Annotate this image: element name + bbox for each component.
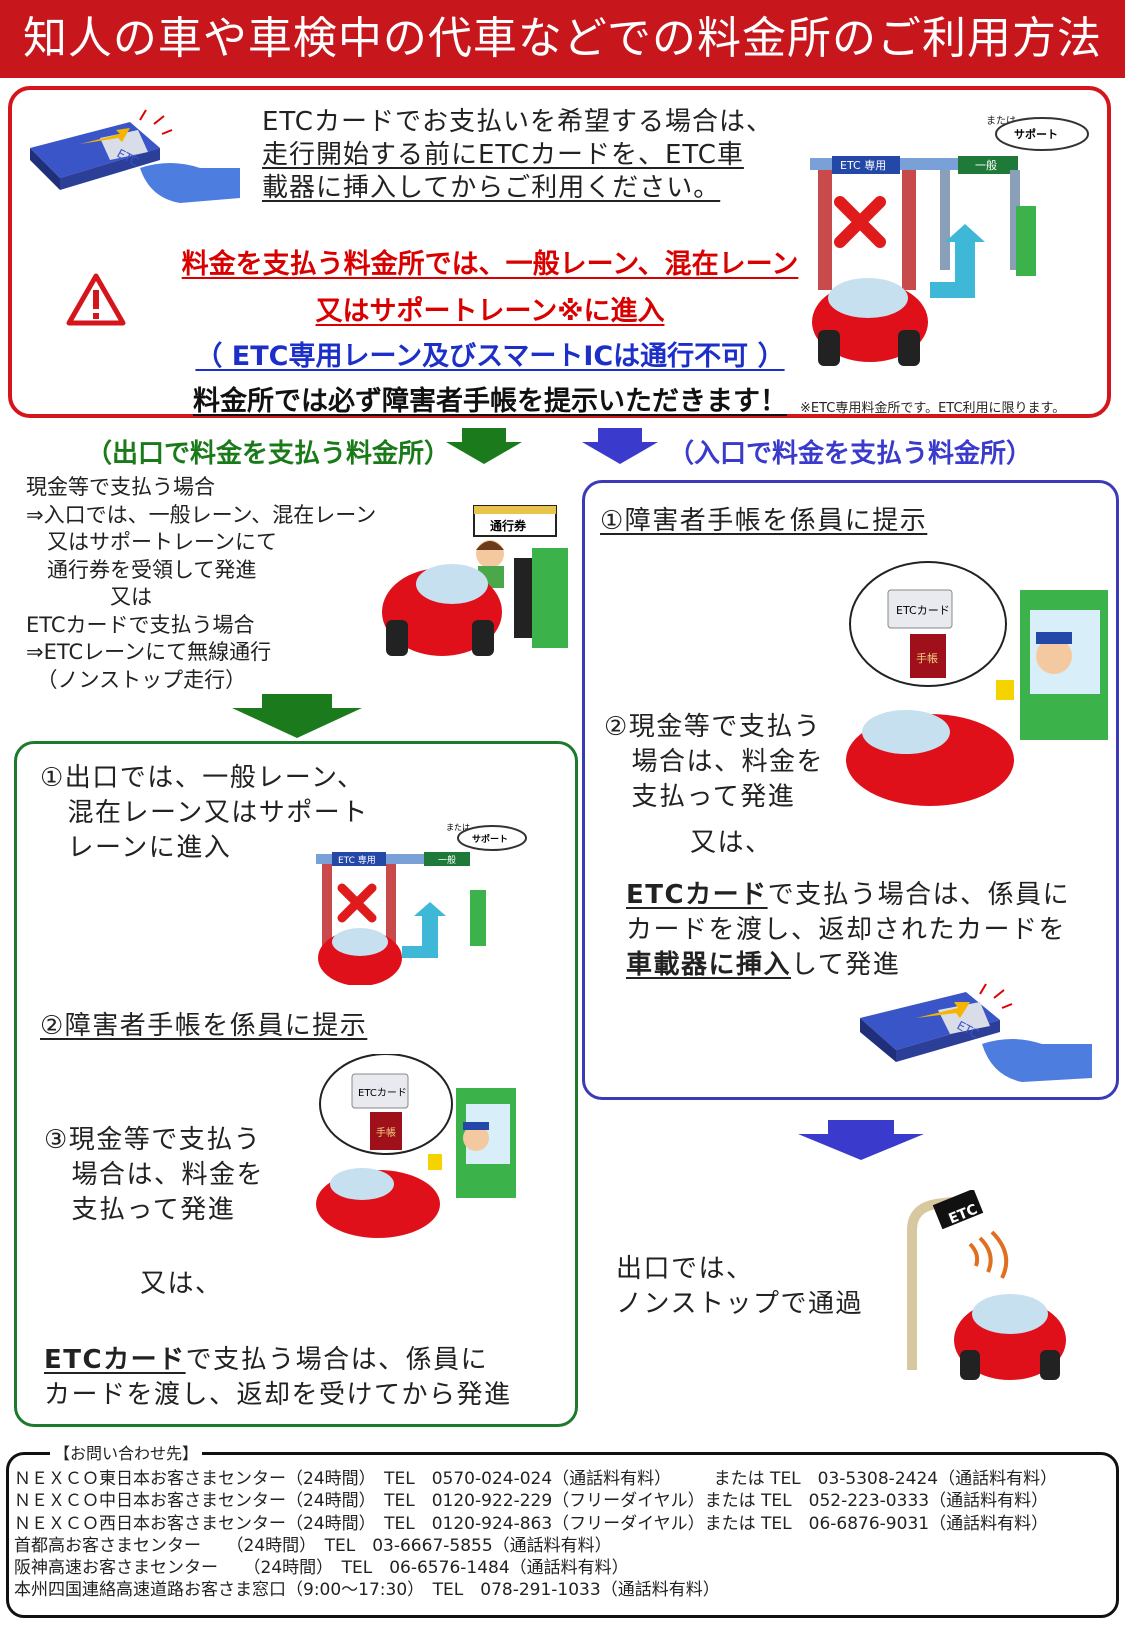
blue-notice-line: （ ETC専用レーン及びスマートICは通行不可 ）: [195, 341, 785, 372]
toll-gate-illustration-small: または サポート ETC 専用 一般: [316, 823, 527, 985]
nonstop-line: ノンストップで通過: [616, 1289, 863, 1319]
etc-card-keyword: ETCカード: [44, 1345, 186, 1375]
contact-box: [6, 1452, 1119, 1618]
info-line: ⇒入口では、一般レーン、混在レーン: [26, 502, 377, 527]
support-label: サポート: [1014, 127, 1058, 141]
general-lane-label: 一般: [975, 159, 997, 172]
entry-etc-payment: ETCカードで支払う場合は、係員に カードを渡し、返却されたカードを 車載器に挿…: [626, 878, 1070, 983]
info-line: 現金等で支払う場合: [26, 475, 215, 499]
info-line: 又はサポートレーンにて: [26, 530, 277, 554]
etc-card-label: ETCカード: [896, 604, 950, 617]
onboard-unit-keyword: 車載器に挿入: [626, 950, 792, 980]
intro-line: ETCカードでお支払いを希望する場合は、: [262, 107, 773, 137]
info-line: 通行券を受領して発進: [26, 557, 257, 582]
purple-arrow-down-icon: [798, 1120, 924, 1160]
booth-handover-illustration: ETCカード 手帳: [316, 1054, 516, 1238]
etc-payment-text: カードを渡し、返却を受けてから発進: [44, 1380, 512, 1410]
exit-payment-info: 現金等で支払う場合 ⇒入口では、一般レーン、混在レーン 又はサポートレーンにて …: [26, 474, 376, 694]
step-line: ③現金等で支払う: [44, 1125, 262, 1155]
general-lane-label: 一般: [438, 854, 456, 866]
booth-handover-illustration: ETCカード 手帳: [846, 561, 1108, 806]
etc-card-insert-illustration: ETC: [860, 983, 1092, 1082]
step-line: レーンに進入: [40, 833, 232, 863]
intro-line: 走行開始する前にETCカードを、ETC車: [262, 140, 744, 170]
top-notice-box: [8, 86, 1111, 418]
info-line: （ノンストップ走行）: [26, 667, 247, 692]
black-notice-line: 料金所では必ず障害者手帳を提示いただきます！: [193, 386, 787, 417]
contact-line: ＮＥＸＣＯ中日本お客さまセンター（24時間） TEL 0120-922-229（…: [14, 1491, 1049, 1512]
entry-step1: ①障害者手帳を係員に提示: [600, 506, 928, 536]
green-arrow-down-icon: [232, 694, 362, 738]
step-line: 支払って発進: [44, 1195, 236, 1225]
exit-steps-box: [14, 741, 578, 1427]
etc-lane-label: ETC 専用: [840, 159, 886, 172]
ticket-car-illustration: 通行券: [382, 505, 568, 656]
contact-label: 【お問い合わせ先】: [50, 1440, 203, 1464]
etc-card-label: ETCカード: [358, 1087, 407, 1099]
exit-step3: ③現金等で支払う 場合は、料金を 支払って発進: [44, 1123, 264, 1228]
top-intro: ETCカードでお支払いを希望する場合は、 走行開始する前にETCカードを、ETC…: [262, 106, 773, 205]
info-line: 又は: [26, 585, 152, 609]
step-line: ①出口では、一般レーン、: [40, 763, 365, 793]
etc-payment-text: で支払う場合は、係員に: [185, 1345, 489, 1375]
exit-etc-payment: ETCカードで支払う場合は、係員に カードを渡し、返却を受けてから発進: [44, 1343, 512, 1413]
contact-list: ＮＥＸＣＯ東日本お客さまセンター（24時間） TEL 0570-024-024（…: [14, 1468, 1057, 1602]
contact-line: 阪神高速お客さまセンター （24時間） TEL 06-6576-1484（通話料…: [14, 1558, 629, 1579]
or-label: または: [446, 823, 470, 832]
contact-line: ＮＥＸＣＯ西日本お客さまセンター（24時間） TEL 0120-924-863（…: [14, 1513, 1049, 1534]
step-line: 混在レーン又はサポート: [40, 798, 369, 828]
step-line: 場合は、料金を: [604, 747, 825, 777]
ticket-label: 通行券: [490, 518, 527, 533]
etc-payment-text: して発進: [791, 950, 901, 980]
toll-gate-illustration: または サポート ETC 専用 一般: [810, 115, 1089, 366]
purple-arrow-down-icon: [582, 428, 658, 464]
page-title: 知人の車や車検中の代車などでの料金所のご利用方法: [0, 0, 1125, 78]
intro-line: 載器に挿入してからご利用ください。: [262, 173, 721, 203]
info-line: ETCカードで支払う場合: [26, 612, 255, 637]
entry-steps-box: [582, 480, 1119, 1100]
etc-antenna-illustration: ETC: [907, 1190, 1066, 1380]
red-notice-line: 又はサポートレーン※に進入: [315, 296, 665, 327]
or-text: 又は、: [140, 1269, 223, 1299]
support-label: サポート: [472, 833, 508, 845]
exit-section-title: （出口で料金を支払う料金所）: [86, 439, 451, 469]
step-line: ②現金等で支払う: [604, 712, 822, 742]
red-notice-line: 料金を支払う料金所では、一般レーン、混在レーン: [181, 249, 799, 280]
etc-payment-text: で支払う場合は、係員に: [767, 880, 1071, 910]
techo-label: 手帳: [916, 651, 938, 665]
entry-exit-nonstop: 出口では、 ノンストップで通過: [616, 1252, 863, 1322]
info-line: ⇒ETCレーンにて無線通行: [26, 640, 272, 664]
entry-step2: ②現金等で支払う 場合は、料金を 支払って発進: [604, 710, 824, 815]
exit-step1: ①出口では、一般レーン、 混在レーン又はサポート レーンに進入: [40, 761, 369, 866]
footnote: ※ETC専用料金所です。ETC利用に限ります。: [800, 401, 1066, 416]
etc-lane-label: ETC 専用: [338, 854, 376, 866]
etc-card-keyword: ETCカード: [626, 880, 768, 910]
techo-label: 手帳: [376, 1126, 396, 1139]
etc-card-insert-illustration: ETC: [30, 109, 240, 203]
nonstop-line: 出口では、: [616, 1254, 754, 1284]
exit-step2: ②障害者手帳を係員に提示: [40, 1011, 368, 1041]
top-warning-text: 料金を支払う料金所では、一般レーン、混在レーン 又はサポートレーン※に進入 （ …: [170, 242, 810, 418]
warning-icon: [66, 273, 126, 326]
step-line: 支払って発進: [604, 782, 796, 812]
or-text: 又は、: [690, 828, 773, 858]
contact-line: 首都高お客さまセンター （24時間） TEL 03-6667-5855（通話料有…: [14, 1535, 612, 1556]
etc-payment-text: カードを渡し、返却されたカードを: [626, 915, 1067, 945]
entry-section-title: （入口で料金を支払う料金所）: [668, 439, 1033, 469]
green-arrow-down-icon: [446, 428, 522, 464]
step-line: 場合は、料金を: [44, 1160, 265, 1190]
contact-line: ＮＥＸＣＯ東日本お客さまセンター（24時間） TEL 0570-024-024（…: [14, 1469, 1058, 1489]
contact-line: 本州四国連絡高速道路お客さま窓口（9:00～17:30） TEL 078-291…: [14, 1580, 720, 1601]
